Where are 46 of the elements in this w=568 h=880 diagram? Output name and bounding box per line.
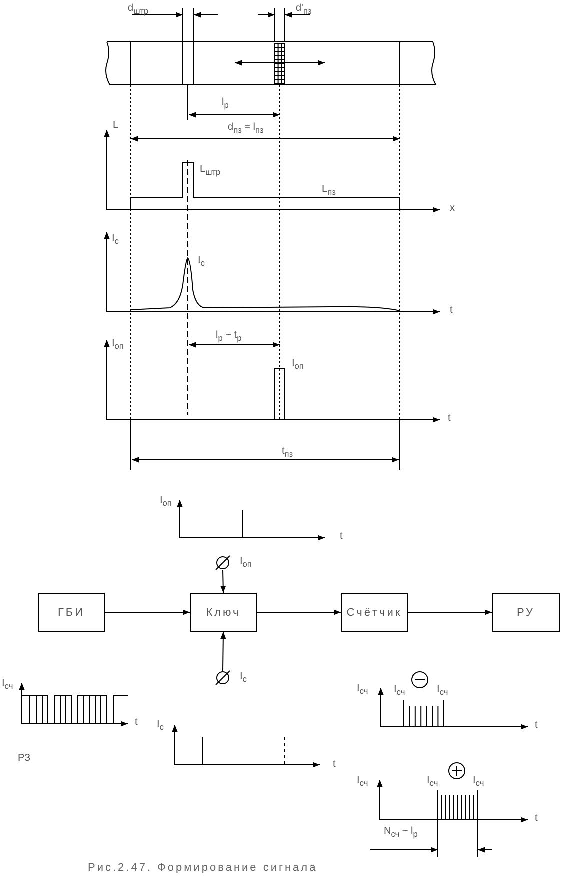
symbol-label: l$_{р}$ ~ t$_{р}$ bbox=[216, 330, 242, 344]
symbol-label: I$_{сч}$ bbox=[357, 683, 368, 697]
symbol-label: I$_{сч}$ bbox=[437, 684, 448, 698]
block: РУ bbox=[492, 593, 560, 632]
terminal-symbol bbox=[216, 556, 230, 570]
symbol-label: d'$_{пз}$ bbox=[296, 3, 312, 17]
symbol-label: I$_{сч}$ bbox=[357, 775, 368, 789]
symbol-label: I$_{с}$ bbox=[157, 719, 164, 733]
symbol-label: t bbox=[333, 759, 336, 771]
symbol-label: N$_{сч}$ ~ l$_{р}$ bbox=[384, 826, 418, 840]
symbol-label: x bbox=[450, 203, 455, 215]
block: ГБИ bbox=[38, 593, 105, 632]
symbol-label: I$_{оп}$ bbox=[112, 338, 124, 352]
symbol-label: I$_{сч}$ bbox=[427, 775, 438, 789]
symbol-label: t bbox=[340, 531, 343, 543]
terminal-label: I$_{с}$ bbox=[240, 671, 247, 685]
arrow bbox=[256, 610, 342, 616]
symbol-label: I$_{с}$ bbox=[112, 233, 119, 247]
symbol-label: l$_{р}$ bbox=[222, 97, 229, 111]
symbol-label: t bbox=[448, 413, 451, 425]
symbol-label: d$_{пз}$ = l$_{пз}$ bbox=[228, 122, 264, 136]
symbol-label: d$_{штр}$ bbox=[128, 3, 149, 17]
arrow bbox=[408, 610, 492, 616]
block: Счётчик bbox=[341, 593, 408, 632]
symbol-label: t bbox=[535, 720, 538, 732]
symbol-label: t bbox=[135, 717, 138, 729]
arrow bbox=[104, 610, 190, 616]
symbol-label: L$_{штр}$ bbox=[200, 164, 221, 178]
symbol-label: I$_{с}$ bbox=[198, 255, 205, 269]
caption: Рис.2.47. Формирование сигнала bbox=[88, 862, 318, 874]
symbol-label: I$_{сч}$ bbox=[394, 684, 406, 698]
symbol-label: I$_{оп}$ bbox=[160, 495, 172, 509]
symbol-label: I$_{оп}$ bbox=[292, 358, 304, 372]
symbol-label: РЗ bbox=[18, 753, 30, 765]
symbol-label: t bbox=[450, 305, 453, 317]
symbol-label: L bbox=[113, 120, 119, 132]
terminal-symbol bbox=[216, 671, 230, 685]
terminal-label: I$_{оп}$ bbox=[240, 556, 252, 570]
symbol-label: t$_{пз}$ bbox=[282, 446, 294, 460]
arrow bbox=[220, 570, 226, 594]
symbol-label: I$_{сч}$ bbox=[473, 775, 484, 789]
arrow bbox=[220, 632, 226, 672]
symbol-label: t bbox=[535, 813, 538, 825]
symbol-label: L$_{пз}$ bbox=[322, 184, 336, 198]
symbol-label: I$_{сч}$ bbox=[2, 678, 14, 692]
block: Ключ bbox=[190, 593, 257, 632]
